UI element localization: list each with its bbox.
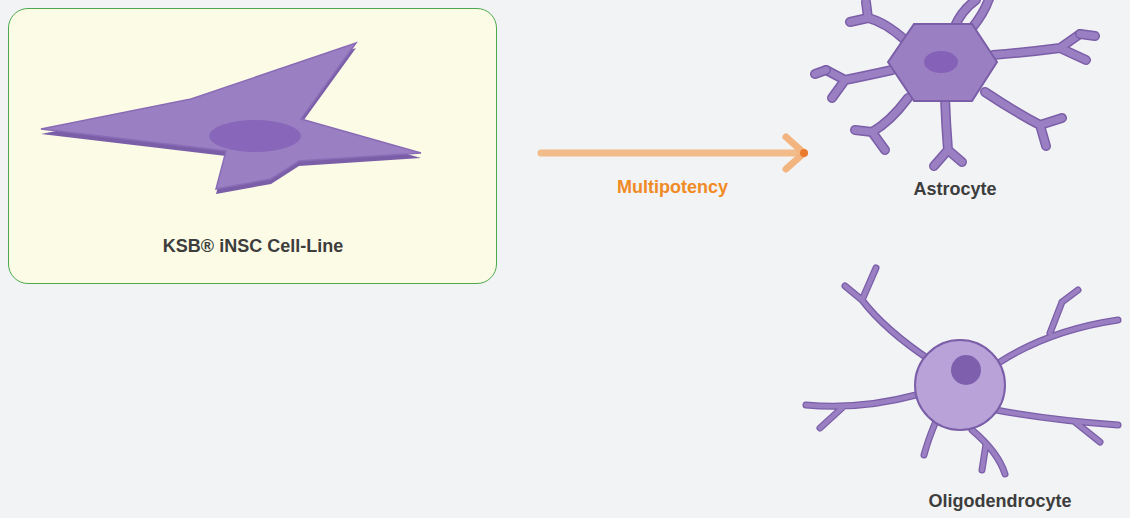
astrocyte-drawing: [815, 0, 1095, 166]
node-label: Oligodendrocyte: [928, 490, 1071, 512]
astrocyte-cell: Astrocyte: [808, 0, 1108, 208]
node-label: KSB® iNSC Cell-Line: [163, 235, 343, 257]
oligodendrocyte-drawing: [806, 268, 1118, 474]
node-label: Astrocyte: [913, 178, 996, 200]
cell-line-box: KSB® iNSC Cell-Line: [8, 8, 497, 284]
edge-label: Multipotency: [617, 176, 728, 198]
arrow-connector: [541, 137, 808, 169]
oligodendrocyte-cell: Oligodendrocyte: [800, 262, 1122, 514]
